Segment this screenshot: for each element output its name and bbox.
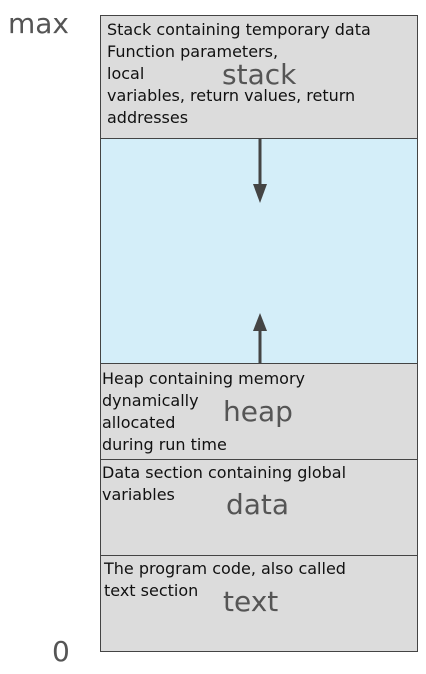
heap-segment: Heap containing memory dynamically alloc… (100, 363, 418, 460)
heap-description: Heap containing memory dynamically alloc… (102, 369, 305, 454)
text-label: text (223, 585, 279, 618)
stack-growth-down-arrow (253, 139, 267, 203)
data-description: Data section containing global variables (102, 463, 347, 504)
text-description: The program code, also called text secti… (104, 559, 346, 600)
stack-segment: Stack containing temporary data Function… (100, 15, 418, 139)
heap-growth-up-arrow (253, 313, 267, 365)
stack-description: Stack containing temporary data Function… (107, 20, 371, 127)
axis-zero-label: 0 (52, 635, 70, 668)
text-segment: The program code, also called text secti… (100, 555, 418, 652)
heap-label: heap (223, 395, 293, 428)
data-label: data (226, 488, 290, 521)
stack-label: stack (222, 58, 297, 91)
free-space (100, 138, 418, 365)
axis-max-label: max (8, 7, 70, 40)
data-segment: Data section containing global variables… (100, 459, 418, 556)
